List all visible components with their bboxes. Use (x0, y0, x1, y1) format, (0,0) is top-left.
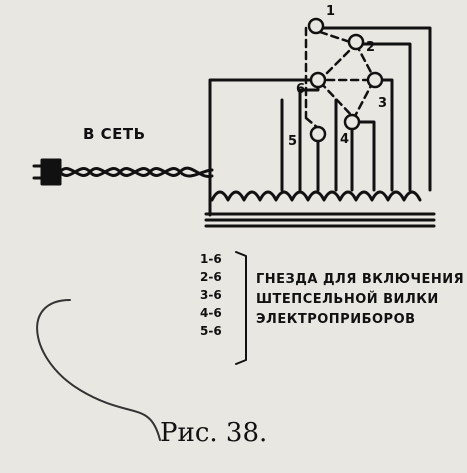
socket-3 (366, 71, 384, 89)
wire-socket-4 (350, 120, 376, 192)
plug-icon (32, 158, 62, 186)
legend-item: 4-6 (200, 306, 222, 320)
socket-label-4: 4 (340, 132, 350, 147)
ink-stroke (36, 299, 161, 441)
wire-socket-1 (316, 26, 432, 192)
socket-2 (347, 33, 365, 51)
legend-line: ШТЕПСЕЛЬНОЙ ВИЛКИ (256, 292, 439, 307)
socket-4 (343, 113, 361, 131)
socket-label-6: 6 (296, 82, 306, 97)
mains-label: В СЕТЬ (83, 125, 146, 143)
wire-socket-2 (358, 42, 412, 192)
socket-label-3: 3 (378, 96, 388, 111)
legend-item: 5-6 (200, 324, 222, 338)
socket-label-2: 2 (366, 40, 376, 55)
legend-line: ЭЛЕКТРОПРИБОРОВ (256, 312, 416, 327)
legend-item: 1-6 (200, 252, 222, 266)
legend-item: 2-6 (200, 270, 222, 284)
legend-bracket (235, 251, 247, 365)
socket-6 (309, 71, 327, 89)
socket-label-1: 1 (326, 4, 336, 19)
legend-description: ГНЕЗДА ДЛЯ ВКЛЮЧЕНИЯ ШТЕПСЕЛЬНОЙ ВИЛКИ Э… (256, 270, 464, 330)
socket-label-5: 5 (288, 134, 298, 149)
socket-5 (309, 125, 327, 143)
legend-item: 3-6 (200, 288, 222, 302)
legend-list: 1-6 2-6 3-6 4-6 5-6 (200, 250, 222, 340)
twisted-cord-2 (58, 167, 214, 178)
socket-1 (307, 17, 325, 35)
figure-caption: Рис. 38. (160, 418, 268, 448)
transformer-frame (208, 78, 320, 217)
transformer-coil (210, 190, 422, 202)
legend-line: ГНЕЗДА ДЛЯ ВКЛЮЧЕНИЯ (256, 272, 465, 287)
